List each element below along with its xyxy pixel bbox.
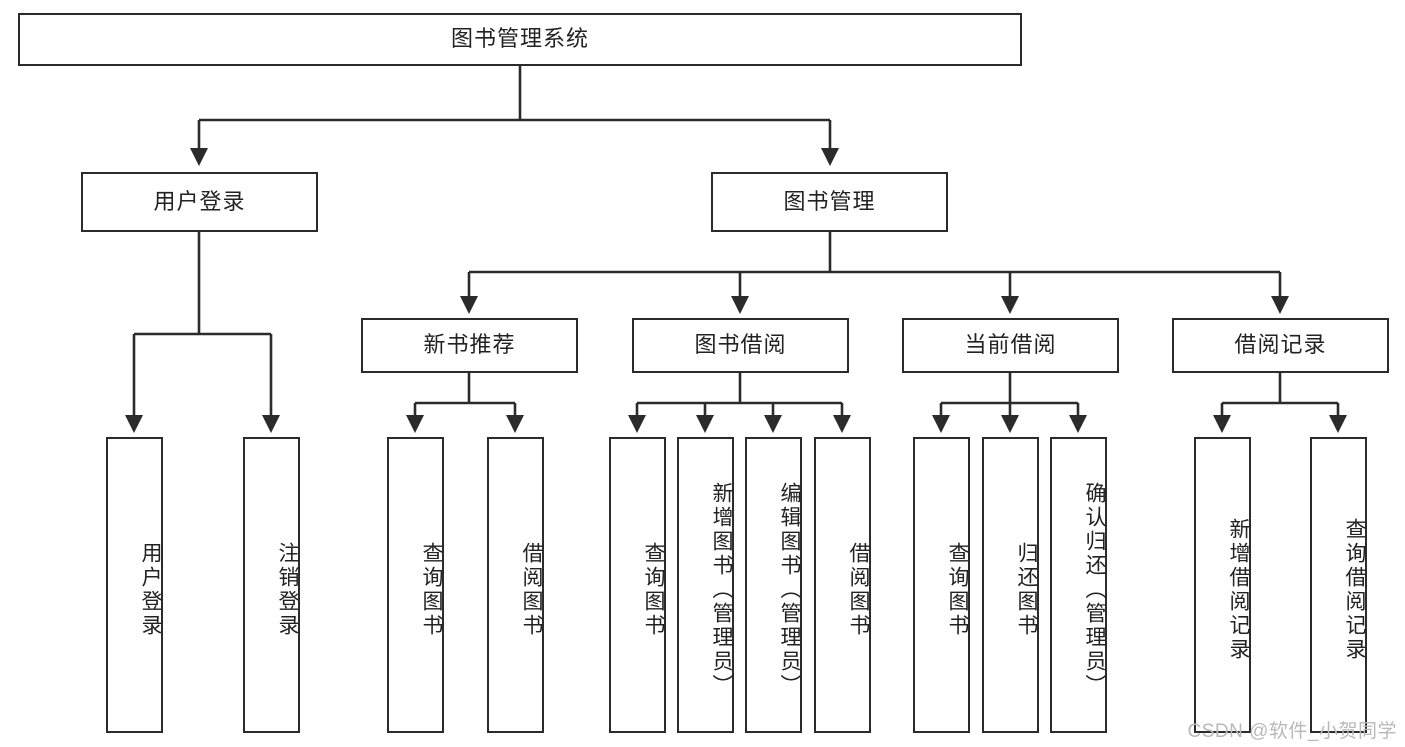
- leaf-user-login-logout[interactable]: 注销登录: [243, 437, 300, 733]
- leaf-recommend-query-book[interactable]: 查询图书: [387, 437, 444, 733]
- leaf-current-confirm-return-admin[interactable]: 确认归还（管理员）: [1050, 437, 1107, 733]
- node-book-management[interactable]: 图书管理: [711, 172, 948, 232]
- leaf-label: 归还图书: [1015, 542, 1038, 638]
- leaf-current-query-book[interactable]: 查询图书: [913, 437, 970, 733]
- leaf-label: 查询图书: [420, 542, 443, 638]
- leaf-label: 借阅图书: [520, 542, 543, 638]
- leaf-label: 用户登录: [139, 542, 162, 638]
- leaf-label: 注销登录: [276, 542, 299, 638]
- csdn-watermark: CSDN @软件_小贺同学: [1187, 721, 1397, 742]
- leaf-label: 查询图书: [946, 542, 969, 638]
- leaf-user-login-login[interactable]: 用户登录: [106, 437, 163, 733]
- leaf-borrow-add-book-admin[interactable]: 新增图书（管理员）: [677, 437, 734, 733]
- leaf-label: 借阅图书: [847, 542, 870, 638]
- leaf-record-add-record[interactable]: 新增借阅记录: [1194, 437, 1251, 733]
- leaf-borrow-query-book[interactable]: 查询图书: [609, 437, 666, 733]
- node-new-book-recommend[interactable]: 新书推荐: [361, 318, 578, 373]
- node-root-system[interactable]: 图书管理系统: [18, 13, 1022, 66]
- leaf-label: 新增借阅记录: [1227, 518, 1250, 662]
- leaf-label: 查询图书: [642, 542, 665, 638]
- node-book-borrow[interactable]: 图书借阅: [632, 318, 849, 373]
- leaf-label: 编辑图书（管理员）: [778, 482, 801, 698]
- node-current-borrow[interactable]: 当前借阅: [902, 318, 1119, 373]
- leaf-borrow-borrow-book[interactable]: 借阅图书: [814, 437, 871, 733]
- leaf-record-query-record[interactable]: 查询借阅记录: [1310, 437, 1367, 733]
- leaf-label: 新增图书（管理员）: [710, 482, 733, 698]
- leaf-label: 查询借阅记录: [1343, 518, 1366, 662]
- leaf-recommend-borrow-book[interactable]: 借阅图书: [487, 437, 544, 733]
- leaf-label: 确认归还（管理员）: [1083, 482, 1106, 698]
- node-borrow-record[interactable]: 借阅记录: [1172, 318, 1389, 373]
- leaf-borrow-edit-book-admin[interactable]: 编辑图书（管理员）: [745, 437, 802, 733]
- node-user-login[interactable]: 用户登录: [81, 172, 318, 232]
- leaf-current-return-book[interactable]: 归还图书: [982, 437, 1039, 733]
